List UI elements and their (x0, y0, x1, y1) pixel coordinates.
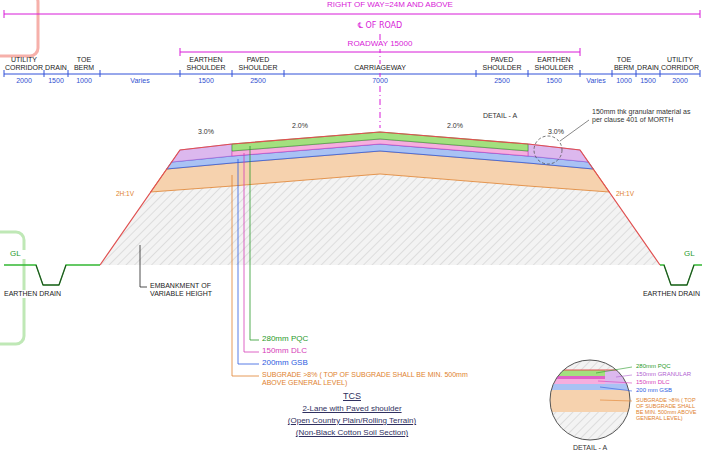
dimension-value: 1500 (191, 77, 221, 85)
slope-ratio: 2H:1V (616, 190, 648, 197)
earthen-drain (36, 265, 66, 285)
element-label: CARRIAGEWAY (345, 64, 415, 72)
element-label: PAVED SHOULDER (233, 56, 283, 71)
layer-label: SUBGRADE >8% ( TOP OF SUBGRADE SHALL BE … (262, 371, 472, 386)
drain-label: EARTHEN DRAIN (640, 290, 700, 298)
dimension-label: RIGHT OF WAY=24M AND ABOVE (270, 1, 510, 10)
detail-leaders (596, 367, 632, 401)
dimension-value: 7000 (365, 77, 395, 85)
detail-layer-label: 150mm GRANULAR (636, 371, 700, 378)
ground-line (660, 265, 702, 285)
detail-layer-label: SUBGRADE >8% ( TOP OF SUBGRADE SHALL BE … (636, 397, 700, 421)
embankment (100, 132, 660, 265)
gsb-layer (167, 144, 594, 169)
element-label: TOE BERM (611, 56, 637, 71)
dimension-value: 2000 (9, 77, 39, 85)
detail-circle (550, 360, 630, 440)
element-label: EARTHEN SHOULDER (529, 56, 579, 71)
section-title: TCS (322, 392, 382, 402)
layer-label: 200mm GSB (262, 359, 382, 368)
element-label: TOE BERM (69, 56, 99, 71)
section-caption: (Open Country Plain/Rolling Terrain) (242, 417, 462, 426)
element-label: UTILITY CORRIDOR (3, 56, 45, 71)
slope-label: 3.0% (189, 128, 223, 136)
note-label: 150mm thk granular material as per claus… (592, 108, 700, 123)
embankment-label: EMBANKMENT OF VARIABLE HEIGHT (150, 282, 225, 297)
slope-label: 2.0% (438, 122, 472, 130)
pqc-layer (232, 132, 528, 151)
detail-layer-label: 200 mm GSB (636, 387, 700, 394)
dimension-value: 2500 (487, 77, 517, 85)
slope-label: 3.0% (539, 128, 573, 136)
dimension-value: 1500 (539, 77, 569, 85)
element-label: DRAIN (636, 64, 660, 72)
dimension-label: ROADWAY 15000 (335, 40, 425, 49)
granular-shoulder (172, 144, 232, 162)
slope-label: 2.0% (283, 122, 317, 130)
centre-line-label: ℄ OF ROAD (345, 22, 415, 31)
ground-level-label: GL (684, 250, 700, 259)
element-label: EARTHEN SHOULDER (181, 56, 231, 71)
detail-marker (534, 136, 562, 164)
dimension-value: Varies (581, 77, 611, 85)
frame-mark (0, 0, 38, 56)
layer-label: 280mm PQC (262, 335, 382, 344)
detail-label: DETAIL - A (478, 112, 522, 120)
right-of-way-dimension (4, 10, 700, 18)
detail-layer-label: 150mm DLC (636, 379, 700, 386)
dimension-value: Varies (120, 77, 160, 85)
drain-label: EARTHEN DRAIN (4, 290, 64, 298)
dimension-value: 1000 (611, 77, 637, 85)
element-label: UTILITY CORRIDOR (659, 56, 701, 71)
ground-line (4, 265, 100, 285)
dimension-value: 1000 (71, 77, 97, 85)
element-label: DRAIN (44, 64, 68, 72)
layer-label: 150mm DLC (262, 347, 382, 356)
dimension-value: 1500 (44, 77, 68, 85)
element-label: PAVED SHOULDER (477, 56, 527, 71)
slope-ratio: 2H:1V (116, 190, 148, 197)
embankment-outline (100, 132, 660, 265)
leader-line (560, 120, 589, 141)
detail-layer-label: 280mm PQC (636, 363, 700, 370)
dimension-value: 2500 (243, 77, 273, 85)
ground-level-label: GL (10, 250, 30, 259)
section-caption: (Non-Black Cotton Soil Section) (242, 429, 462, 438)
frame-mark (0, 232, 24, 344)
dimension-value: 2000 (665, 77, 695, 85)
section-caption: 2-Lane with Paved shoulder (242, 405, 462, 414)
dimension-value: 1500 (636, 77, 660, 85)
leader-lines (140, 146, 259, 376)
detail-label: DETAIL - A (560, 444, 620, 452)
earthen-drain (664, 265, 694, 285)
detail-view (550, 360, 630, 440)
